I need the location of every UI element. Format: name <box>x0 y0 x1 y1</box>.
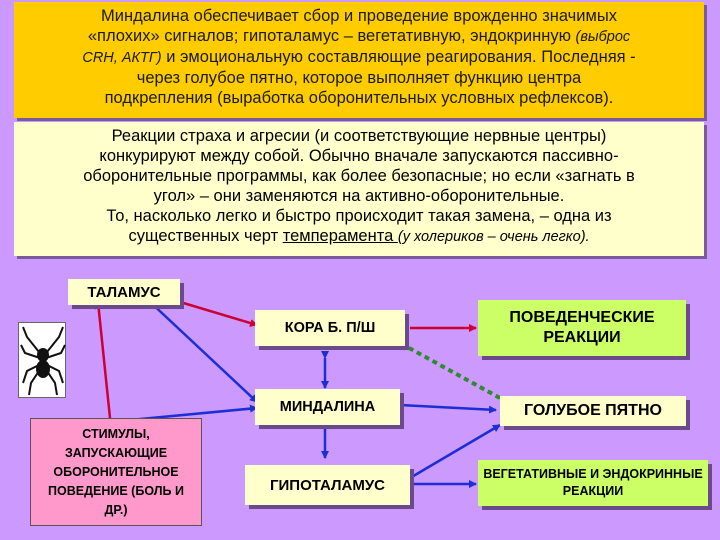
arrow-hypothalamus-to-locus <box>409 423 501 480</box>
fear-aggression-description: Реакции страха и агресии (и соответствую… <box>14 122 704 256</box>
spider-icon <box>18 322 66 398</box>
arrow-amygdala-to-locus <box>399 403 497 414</box>
stimuli-node: СТИМУЛЫ, ЗАПУСКАЮЩИЕ ОБОРОНИТЕЛЬНОЕ ПОВЕ… <box>30 418 202 526</box>
behavioral-reactions-node: ПОВЕДЕНЧЕСКИЕ РЕАКЦИИ <box>478 300 686 356</box>
arrow-stimuli-to-thalamus <box>94 301 112 419</box>
amygdala-node: МИНДАЛИНА <box>255 389 400 425</box>
hypothalamus-node: ГИПОТАЛАМУС <box>245 465 410 505</box>
cortex-node: КОРА Б. П/Ш <box>255 310 405 346</box>
locus-coeruleus-node: ГОЛУБОЕ ПЯТНО <box>500 396 686 426</box>
thalamus-node: ТАЛАМУС <box>68 279 180 305</box>
vegetative-endocrine-node: ВЕГЕТАТИВНЫЕ И ЭНДОКРИННЫЕ РЕАКЦИИ <box>478 460 708 506</box>
arrow-thalamus-to-amygdala <box>147 299 258 403</box>
amygdala-description: Миндалина обеспечивает сбор и проведение… <box>14 2 704 118</box>
arrow-locus-to-cortex <box>399 341 501 400</box>
